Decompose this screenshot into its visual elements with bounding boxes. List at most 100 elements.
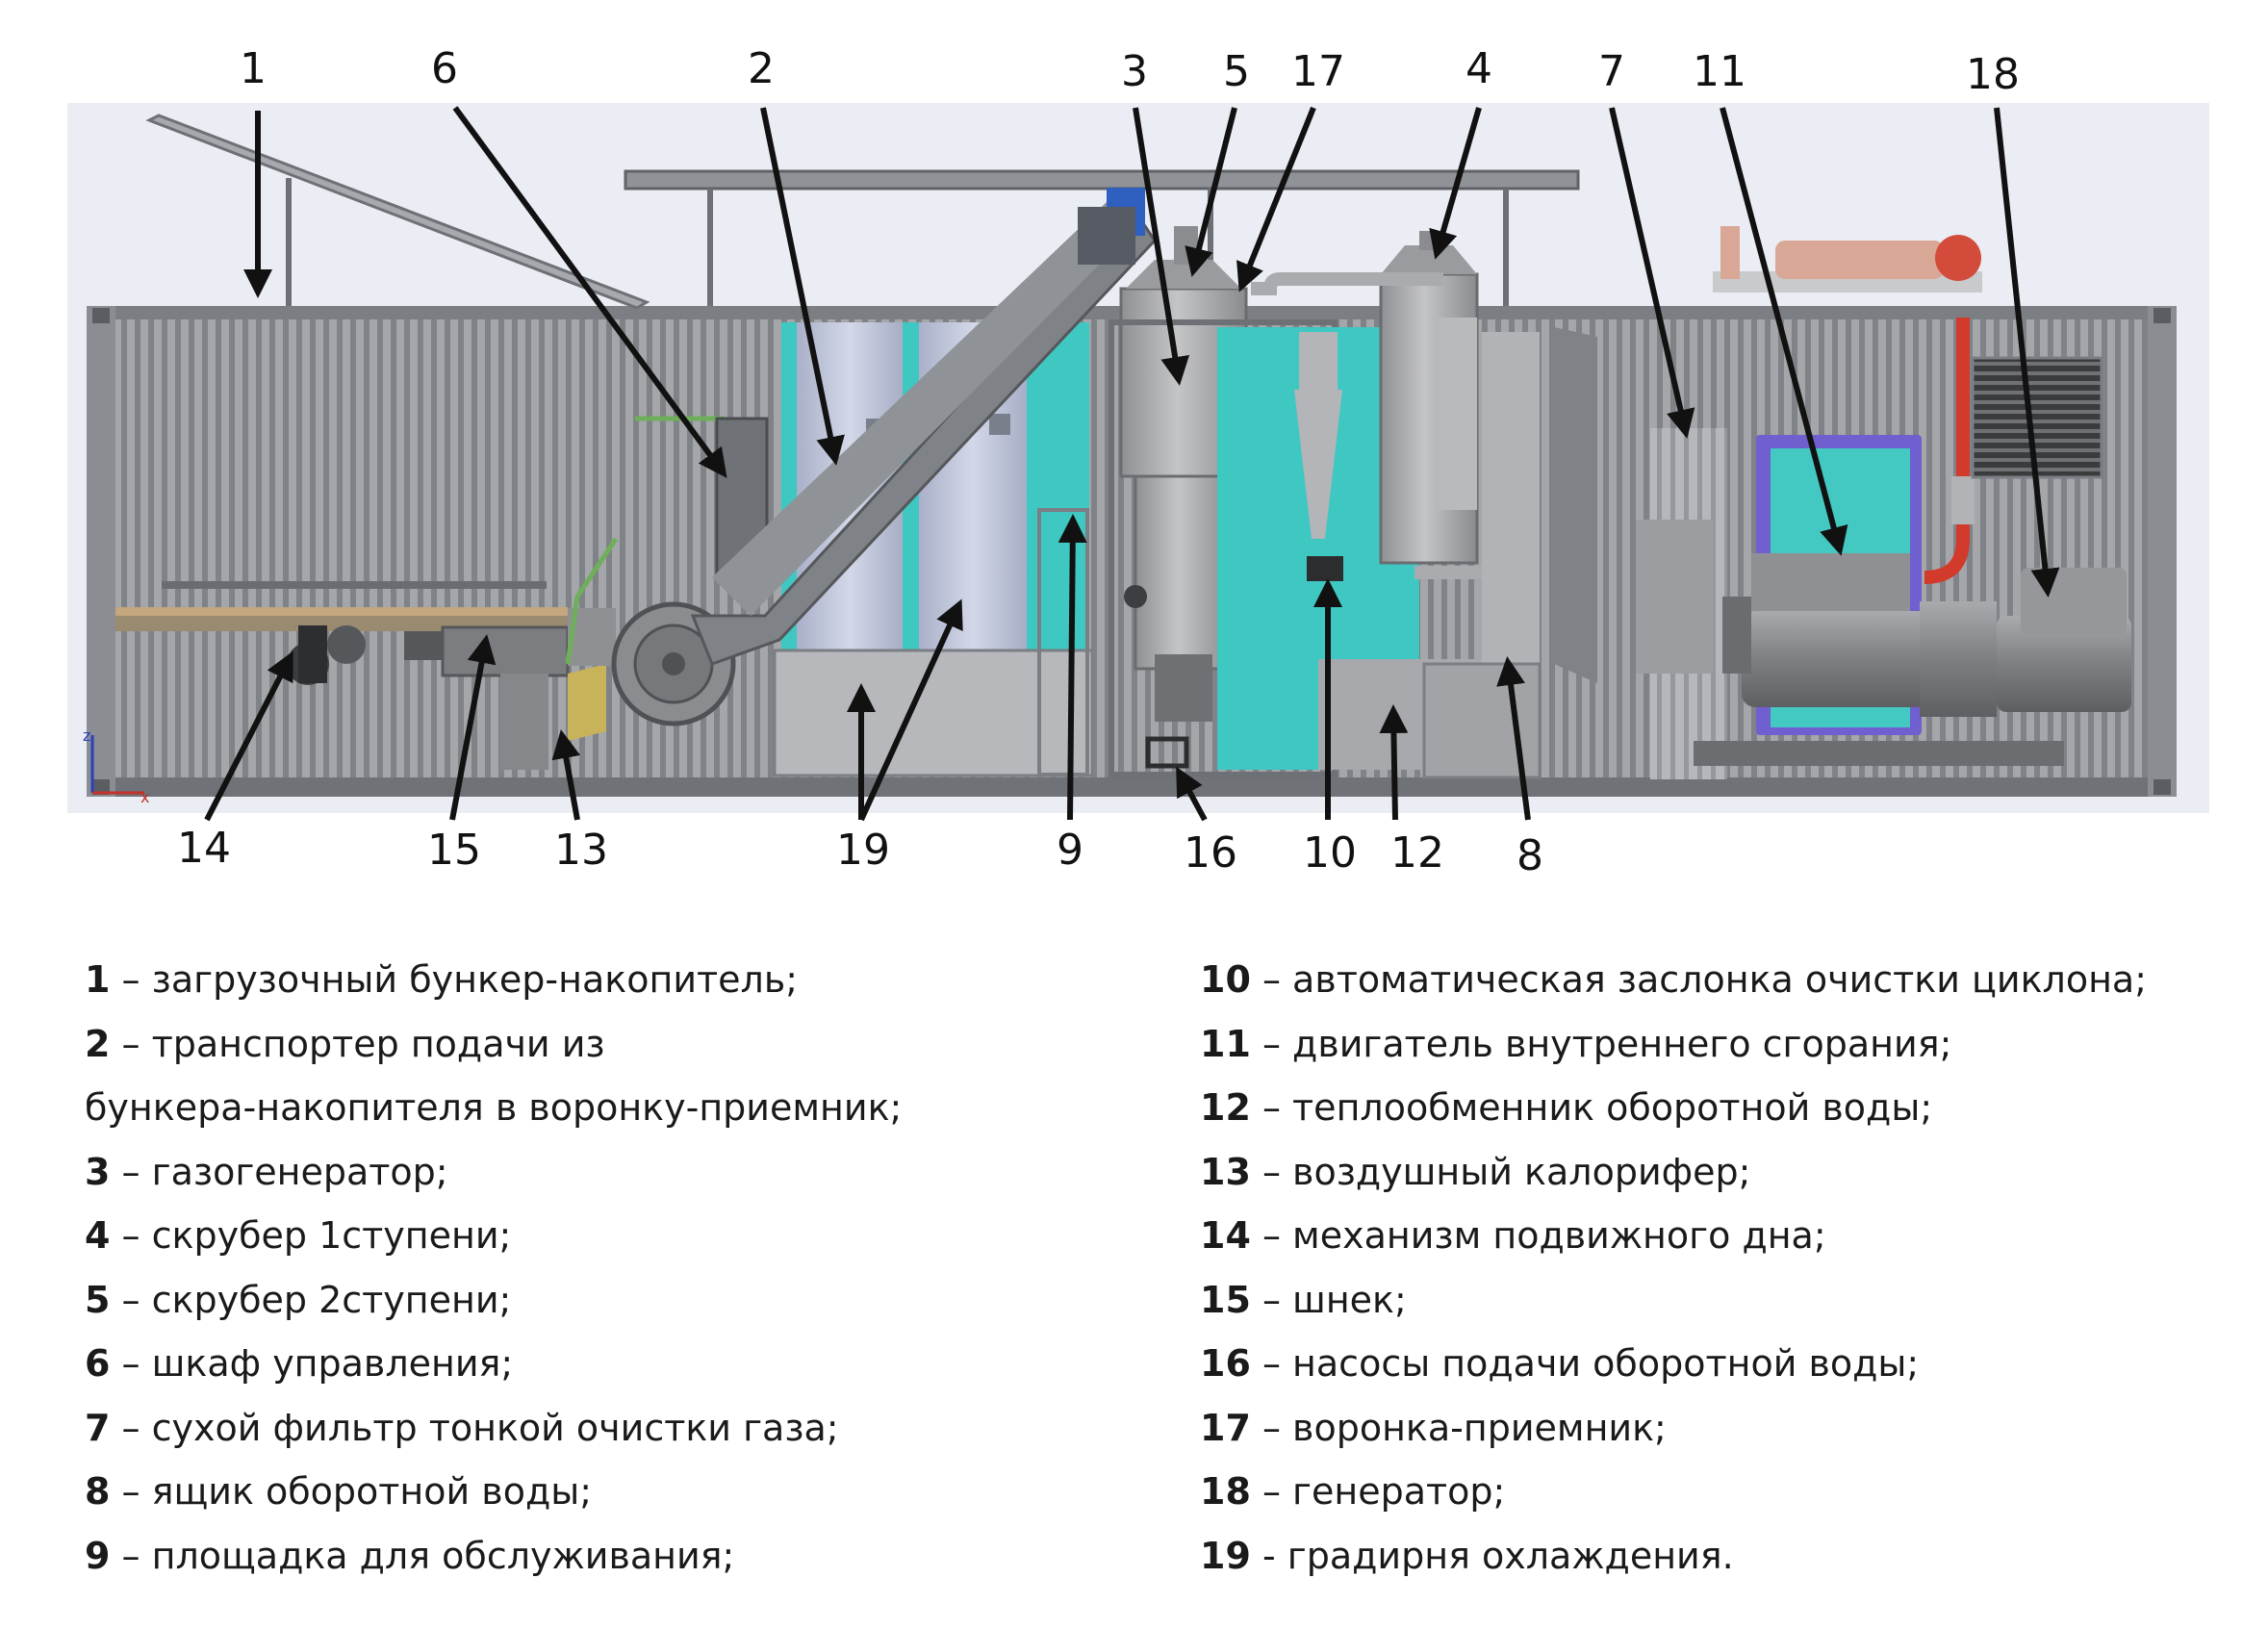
inclined-conveyor xyxy=(690,188,1157,666)
arrow-18 xyxy=(1994,107,2060,598)
arrow-2 xyxy=(760,107,845,466)
leader-arrows xyxy=(204,106,2060,822)
legend-item: 17 – воронка-приемник; xyxy=(1200,1396,2147,1461)
legend-item: 1 – загрузочный бункер-накопитель; xyxy=(85,948,902,1012)
legend-item-text: – транспортер подачи из xyxy=(110,1022,605,1065)
arrow-13 xyxy=(551,729,581,821)
legend-item: 9 – площадка для обслуживания; xyxy=(85,1524,902,1589)
legend-item-text: – скрубер 1ступени; xyxy=(110,1214,512,1257)
callout-15: 15 xyxy=(427,826,481,875)
callout-17: 17 xyxy=(1291,47,1345,96)
legend-item: 6 – шкаф управления; xyxy=(85,1332,902,1396)
arrow-6 xyxy=(452,106,727,478)
legend-item: 7 – сухой фильтр тонкой очистки газа; xyxy=(85,1396,902,1461)
legend-item: 10 – автоматическая заслонка очистки цик… xyxy=(1200,948,2147,1012)
arrow-11 xyxy=(1720,107,1848,556)
legend-item: 3 – газогенератор; xyxy=(85,1140,902,1205)
arrow-15 xyxy=(449,634,497,821)
legend-left-column: 1 – загрузочный бункер-накопитель;2 – тр… xyxy=(85,948,902,1588)
callout-14: 14 xyxy=(177,824,231,873)
legend-item-text: – автоматическая заслонка очистки циклон… xyxy=(1250,958,2148,1001)
callout-3: 3 xyxy=(1121,47,1148,96)
legend-item-text: – ящик оборотной воды; xyxy=(110,1470,593,1513)
legend-item-text: - градирня охлаждения. xyxy=(1250,1534,1734,1577)
legend-item: 4 – скрубер 1ступени; xyxy=(85,1204,902,1268)
callout-8: 8 xyxy=(1516,831,1543,880)
callout-5: 5 xyxy=(1223,47,1250,96)
engine-base xyxy=(1636,520,2064,766)
legend-item-text: – механизм подвижного дна; xyxy=(1250,1214,1826,1257)
arrow-12 xyxy=(1379,704,1409,821)
callout-4: 4 xyxy=(1465,44,1492,93)
legend-item: бункера-накопителя в воронку-приемник; xyxy=(85,1076,902,1140)
arrow-19b xyxy=(858,598,963,822)
legend-item: 14 – механизм подвижного дна; xyxy=(1200,1204,2147,1268)
legend-item: 18 – генератор; xyxy=(1200,1460,2147,1524)
legend-item-number: 15 xyxy=(1200,1278,1251,1321)
legend-item-number: 17 xyxy=(1200,1406,1251,1449)
legend-item: 2 – транспортер подачи из xyxy=(85,1012,902,1077)
legend-item-number: 2 xyxy=(85,1022,111,1065)
arrow-9 xyxy=(1058,514,1087,821)
legend-item: 19 - градирня охлаждения. xyxy=(1200,1524,2147,1589)
legend-item-text: – насосы подачи оборотной воды; xyxy=(1250,1342,1920,1385)
arrow-3 xyxy=(1133,107,1190,386)
exhaust-system xyxy=(1713,226,1982,584)
legend-item-text: – воронка-приемник; xyxy=(1250,1406,1667,1449)
legend-item-number: 19 xyxy=(1200,1534,1251,1577)
scrubber-first-stage xyxy=(1379,231,1479,565)
legend-item-number: 8 xyxy=(85,1470,111,1513)
callout-numbers: 1 6 2 3 5 17 4 7 11 18 14 15 13 19 9 16 … xyxy=(177,44,2020,880)
ventilation-grille xyxy=(1971,356,2103,479)
callout-10: 10 xyxy=(1303,828,1357,878)
legend-item-number: 3 xyxy=(85,1150,111,1193)
internal-combustion-engine xyxy=(1722,553,1997,717)
callout-2: 2 xyxy=(748,44,775,93)
legend-item-number: 16 xyxy=(1200,1342,1251,1385)
screw-conveyor xyxy=(441,625,570,770)
legend-item-number: 12 xyxy=(1200,1086,1251,1129)
legend-item-text: – воздушный калорифер; xyxy=(1250,1150,1751,1193)
arrow-16 xyxy=(1176,766,1208,822)
callout-12: 12 xyxy=(1390,828,1444,878)
legend-right-column: 10 – автоматическая заслонка очистки цик… xyxy=(1200,948,2147,1588)
legend-item-number: 5 xyxy=(85,1278,111,1321)
legend-item-number: 11 xyxy=(1200,1022,1251,1065)
callout-19: 19 xyxy=(836,826,890,875)
axis-triad: z x xyxy=(83,726,149,806)
legend-item: 12 – теплообменник оборотной воды; xyxy=(1200,1076,2147,1140)
legend-item-number: 14 xyxy=(1200,1214,1251,1257)
cooling-tower-section xyxy=(773,322,1094,777)
callout-7: 7 xyxy=(1598,47,1625,96)
callout-18: 18 xyxy=(1966,50,2020,99)
callout-11: 11 xyxy=(1693,47,1746,96)
legend-item-text: – скрубер 2ступени; xyxy=(110,1278,512,1321)
legend-item: 5 – скрубер 2ступени; xyxy=(85,1268,902,1333)
legend-item-number: 6 xyxy=(85,1342,111,1385)
callout-1: 1 xyxy=(240,44,267,93)
legend-item-text: – теплообменник оборотной воды; xyxy=(1250,1086,1933,1129)
legend-item: 15 – шнек; xyxy=(1200,1268,2147,1333)
legend-item-number: 18 xyxy=(1200,1470,1251,1513)
legend-item: 11 – двигатель внутреннего сгорания; xyxy=(1200,1012,2147,1077)
arrow-14 xyxy=(204,650,293,822)
arrow-4 xyxy=(1429,107,1482,260)
legend-item-number: 13 xyxy=(1200,1150,1251,1193)
legend-item-text: – площадка для обслуживания; xyxy=(110,1534,735,1577)
legend-item-text: – двигатель внутреннего сгорания; xyxy=(1250,1022,1952,1065)
legend-item-text: – загрузочный бункер-накопитель; xyxy=(110,958,799,1001)
loading-chute xyxy=(145,114,650,310)
legend-item-text: – шкаф управления; xyxy=(110,1342,514,1385)
legend-item-text: – шнек; xyxy=(1250,1278,1407,1321)
legend-item: 16 – насосы подачи оборотной воды; xyxy=(1200,1332,2147,1396)
legend-item-number: 9 xyxy=(85,1534,111,1577)
axis-z-label: z xyxy=(83,726,90,745)
legend-item: 13 – воздушный калорифер; xyxy=(1200,1140,2147,1205)
legend-item-number: 1 xyxy=(85,958,111,1001)
arrow-7 xyxy=(1609,107,1695,439)
arrow-17 xyxy=(1236,106,1316,293)
axis-x-label: x xyxy=(140,788,149,806)
legend-item-text: – сухой фильтр тонкой очистки газа; xyxy=(110,1406,839,1449)
legend-item-text: бункера-накопителя в воронку-приемник; xyxy=(85,1086,903,1129)
